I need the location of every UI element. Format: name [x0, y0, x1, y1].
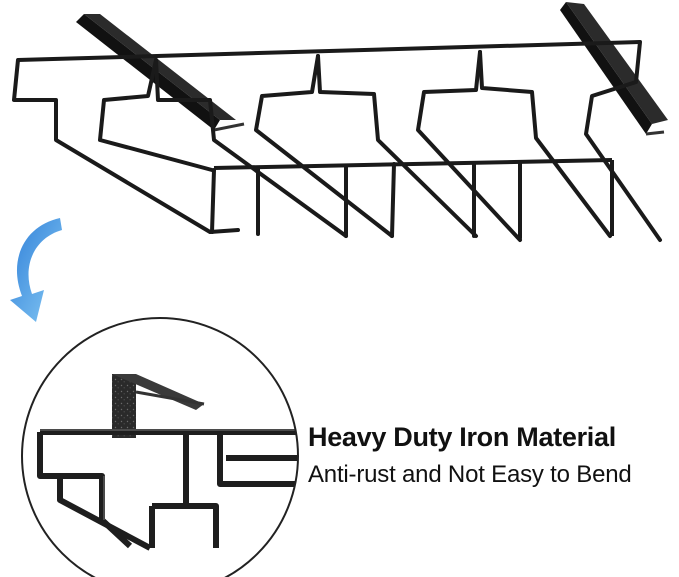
curved-arrow-icon [10, 218, 62, 322]
right-bracket [560, 2, 668, 136]
magnifier-detail [21, 317, 299, 577]
feature-caption: Heavy Duty Iron Material Anti-rust and N… [308, 420, 679, 491]
wire-slot [12, 40, 662, 242]
feature-title: Heavy Duty Iron Material [308, 422, 616, 452]
top-rail [17, 40, 641, 236]
rack-icon [12, 2, 668, 242]
feature-subtitle: Anti-rust and Not Easy to Bend [308, 461, 632, 488]
